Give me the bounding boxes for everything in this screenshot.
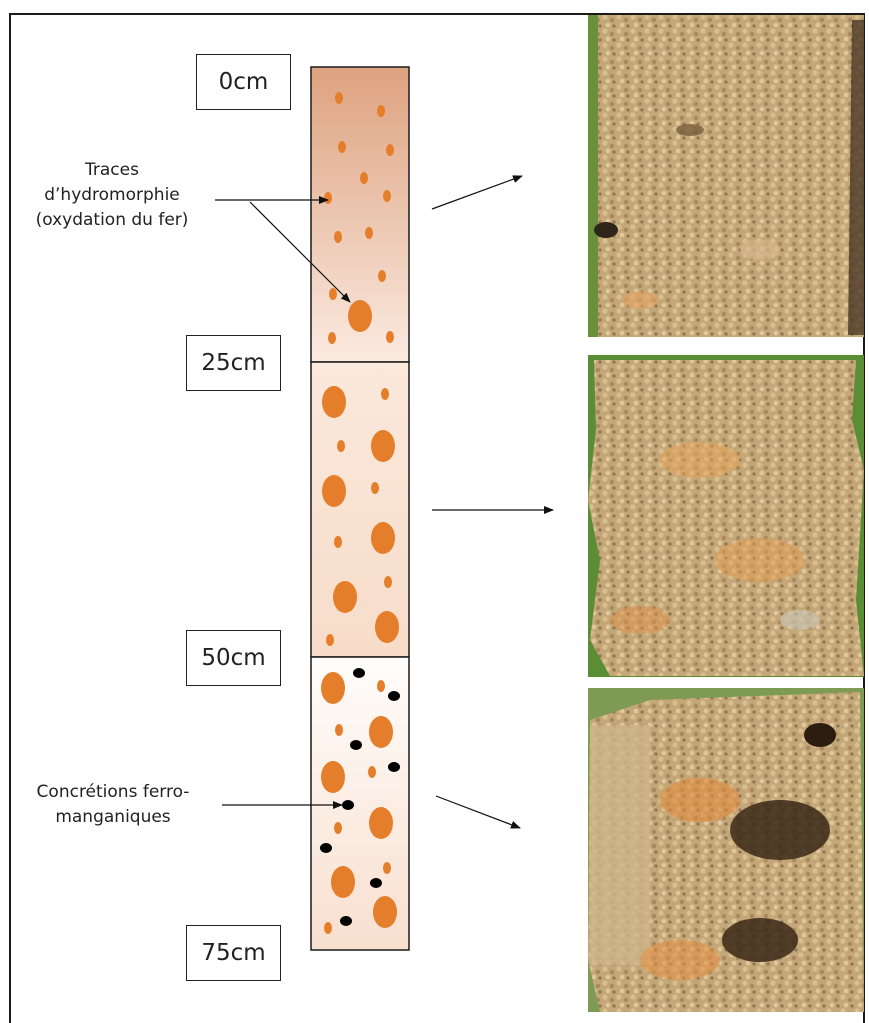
iron-spot [381, 388, 389, 400]
iron-spot [321, 761, 345, 793]
iron-spot [373, 896, 397, 928]
iron-spot [334, 822, 342, 834]
iron-spot [326, 634, 334, 646]
iron-spot [334, 536, 342, 548]
depth-label-0cm: 0cm [196, 54, 291, 110]
iron-spot [328, 332, 336, 344]
concretions-annotation: Concrétions ferro- manganiques [18, 780, 208, 830]
depth-label-25cm: 25cm [186, 335, 281, 391]
iron-spot [383, 862, 391, 874]
depth-label-75cm: 75cm [186, 925, 281, 981]
iron-spot [365, 227, 373, 239]
hydromorphie-line-3: (oxydation du fer) [22, 208, 202, 233]
iron-spot [322, 475, 346, 507]
iron-spot [369, 807, 393, 839]
mn-concretion [340, 916, 352, 926]
iron-spot [371, 430, 395, 462]
mn-concretion [388, 762, 400, 772]
iron-spot [360, 172, 368, 184]
iron-spot [338, 141, 346, 153]
soil-photo-horizon-3 [588, 688, 864, 1012]
iron-spot [335, 92, 343, 104]
iron-spot [337, 440, 345, 452]
iron-spot [334, 231, 342, 243]
mn-concretion [388, 691, 400, 701]
mn-concretion [350, 740, 362, 750]
iron-spot [333, 581, 357, 613]
iron-spot [384, 576, 392, 588]
iron-spot [375, 611, 399, 643]
iron-spot [378, 270, 386, 282]
mn-concretion [370, 878, 382, 888]
iron-spot [329, 288, 337, 300]
iron-spot [324, 192, 332, 204]
mn-concretion [342, 800, 354, 810]
iron-spot [335, 724, 343, 736]
iron-spot [371, 522, 395, 554]
mn-concretion [320, 843, 332, 853]
iron-spot [368, 766, 376, 778]
iron-spot [348, 300, 372, 332]
photo-arrow-3 [436, 796, 520, 828]
iron-spot [377, 680, 385, 692]
iron-spot [321, 672, 345, 704]
iron-spot [383, 190, 391, 202]
photo-arrow-1 [432, 176, 522, 209]
iron-spot [322, 386, 346, 418]
iron-spot [386, 144, 394, 156]
hydromorphie-annotation: Traces d’hydromorphie (oxydation du fer) [22, 158, 202, 233]
concretions-line-2: manganiques [18, 805, 208, 830]
concretions-line-1: Concrétions ferro- [18, 780, 208, 805]
iron-spot [369, 716, 393, 748]
hydromorphie-line-2: d’hydromorphie [22, 183, 202, 208]
iron-spot [386, 331, 394, 343]
depth-label-50cm: 50cm [186, 630, 281, 686]
mn-concretion [353, 668, 365, 678]
iron-spot [324, 922, 332, 934]
iron-spot [377, 105, 385, 117]
iron-spot [331, 866, 355, 898]
iron-spot [371, 482, 379, 494]
soil-photo-horizon-2 [588, 355, 864, 677]
hydromorphie-line-1: Traces [22, 158, 202, 183]
soil-photo-horizon-1 [588, 15, 864, 337]
